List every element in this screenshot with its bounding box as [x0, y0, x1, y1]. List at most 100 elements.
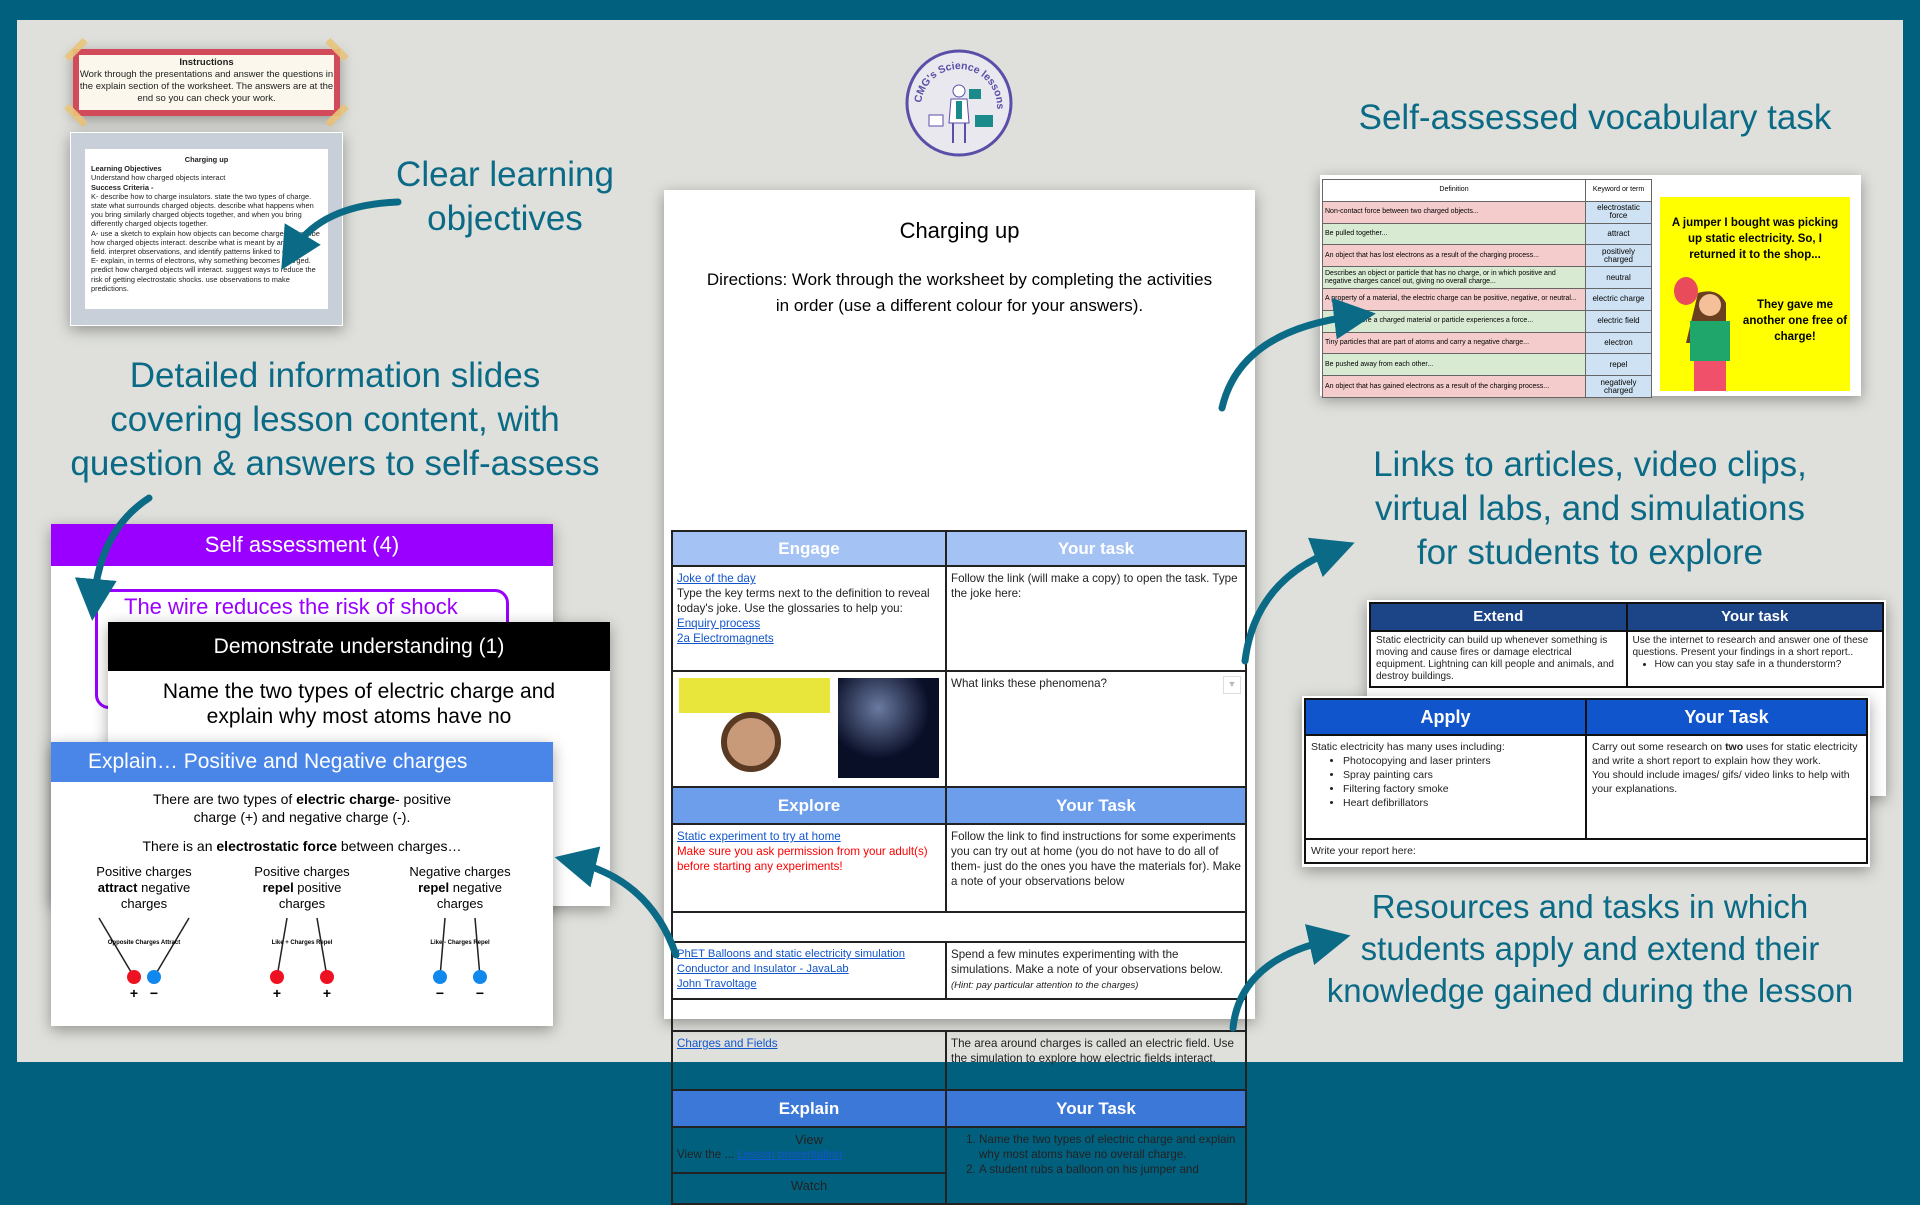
simulations-task: Spend a few minutes experimenting with t… [945, 941, 1247, 1000]
answer-row[interactable] [671, 911, 1247, 943]
t: two [1725, 741, 1744, 753]
engage-text: Type the key terms next to the definitio… [677, 587, 930, 615]
balloon-hair-image [679, 678, 831, 778]
self-assessment-title: Self assessment (4) [51, 524, 553, 566]
caption-line: covering lesson content, with [110, 400, 560, 439]
apply-header: Apply [1304, 698, 1587, 736]
joke-panel: A jumper I bought was picking up static … [1660, 197, 1850, 391]
view-label: View [795, 1132, 823, 1147]
dropdown-icon[interactable]: ▼ [1223, 676, 1241, 694]
task-header: Your Task [945, 786, 1247, 825]
explain-slide-title: Explain… Positive and Negative charges [51, 742, 553, 782]
t: - positive charge (+) and negative charg… [193, 791, 452, 825]
charge-ball [320, 970, 334, 984]
charge-sign: − [476, 985, 484, 1001]
instructions-title: Instructions [179, 57, 234, 68]
answer-row[interactable] [671, 998, 1247, 1032]
t: Static electricity has many uses includi… [1311, 741, 1505, 753]
lesson-presentation-link[interactable]: Lesson presentation [737, 1148, 842, 1161]
diagram-label: Like - Charges Repel [430, 940, 490, 946]
worksheet: Charging up Directions: Work through the… [664, 190, 1255, 1205]
t: uses for static electricity and write a … [1592, 741, 1858, 767]
t: attract [97, 880, 138, 895]
vocab-row: An object that has lost electrons as a r… [1322, 244, 1652, 268]
question: A student rubs a balloon on his jumper a… [979, 1162, 1241, 1177]
caption-line: students apply and extend their [1360, 930, 1820, 967]
vocab-row: Be pulled together...attract [1322, 222, 1652, 246]
t: positive [293, 880, 342, 895]
t: Spend a few minutes experimenting with t… [951, 948, 1223, 976]
lo-text: Understand how charged objects interact [91, 173, 226, 183]
t: between charges… [337, 838, 462, 854]
enquiry-link[interactable]: Enquiry process [677, 617, 761, 630]
engage-task[interactable]: Follow the link (will make a copy) to op… [945, 565, 1247, 672]
charge-ball [270, 970, 284, 984]
caption-line: objectives [427, 199, 583, 238]
diagram-label: Like + Charges Repel [272, 940, 333, 946]
joke-link[interactable]: Joke of the day [677, 572, 756, 585]
joke-punchline: They gave me another one free of charge! [1742, 299, 1848, 343]
t: charges [436, 896, 484, 911]
caption-line: Detailed information slides [129, 356, 541, 395]
keyword[interactable]: repel [1585, 353, 1652, 377]
task-header: Your Task [945, 1089, 1247, 1128]
definition: Describes an object or particle that has… [1322, 266, 1586, 289]
t: Carry out some research on [1592, 741, 1726, 753]
vocab-row: A property of a material, the electric c… [1322, 287, 1652, 311]
keyword[interactable]: positively charged [1585, 244, 1652, 268]
caption-line: question & answers to self-assess [70, 444, 600, 483]
lightning-image [838, 678, 939, 778]
use-item: Heart defibrillators [1343, 796, 1580, 810]
demonstrate-text: Name the two types of electric charge an… [162, 680, 556, 728]
vocab-row: Non-contact force between two charged ob… [1322, 200, 1652, 224]
report-field[interactable]: Write your report here: [1304, 838, 1868, 864]
girl-balloon-illustration [1674, 277, 1730, 391]
definition: Non-contact force between two charged ob… [1322, 200, 1586, 224]
static-experiment-link[interactable]: Static experiment to try at home [677, 830, 841, 843]
sc-heading: Success Criteria - [91, 182, 154, 192]
travoltage-link[interactable]: John Travoltage [677, 978, 757, 990]
keyword[interactable]: negatively charged [1585, 375, 1652, 398]
definition: Tiny particles that are part of atoms an… [1322, 331, 1586, 355]
vocab-row: Tiny particles that are part of atoms an… [1322, 331, 1652, 355]
t: negative [137, 880, 191, 895]
t: Positive charges [96, 864, 192, 879]
phenomena-answer[interactable]: What links these phenomena?▼ [945, 670, 1247, 788]
keyword[interactable]: electric field [1585, 309, 1652, 333]
charge-ball [433, 970, 447, 984]
t: View the ... [677, 1148, 738, 1161]
explain-slide: Explain… Positive and Negative charges T… [51, 742, 553, 1026]
phet-link[interactable]: PhET Balloons and static electricity sim… [677, 948, 905, 960]
sc-a: A- use a sketch to explain how objects c… [91, 228, 320, 257]
keyword[interactable]: electrostatic force [1585, 200, 1652, 224]
explain-questions: Name the two types of electric charge an… [945, 1126, 1247, 1205]
vocab-row: A region where a charged material or par… [1322, 309, 1652, 333]
charges-fields-link[interactable]: Charges and Fields [677, 1037, 778, 1050]
apply-uses: Static electricity has many uses includi… [1304, 734, 1587, 840]
t: Positive charges [254, 864, 350, 879]
keyword[interactable]: electric charge [1585, 287, 1652, 311]
sc-e: E- explain, in terms of electrons, why s… [91, 256, 316, 293]
keyword[interactable]: electron [1585, 331, 1652, 355]
t: repel [262, 880, 294, 895]
charge-ball [147, 970, 161, 984]
caption-line: virtual labs, and simulations [1375, 489, 1805, 528]
javalab-link[interactable]: Conductor and Insulator - JavaLab [677, 963, 849, 975]
keyword[interactable]: attract [1585, 222, 1652, 246]
phenomena-images [671, 670, 947, 788]
explain-p2: There is an electrostatic force between … [51, 826, 553, 854]
sc-k: K- describe how to charge insulators. st… [91, 191, 314, 229]
t: charges [278, 896, 326, 911]
keyword[interactable]: neutral [1585, 266, 1652, 289]
definition: A property of a material, the electric c… [1322, 287, 1586, 311]
definition: Be pulled together... [1322, 222, 1586, 246]
charge-sign: + [130, 985, 138, 1001]
explain-header: Explain [671, 1089, 947, 1128]
charge-sign: + [323, 985, 331, 1001]
electromagnets-link[interactable]: 2a Electromagnets [677, 632, 774, 645]
demonstrate-title: Demonstrate understanding (1) [108, 622, 610, 671]
